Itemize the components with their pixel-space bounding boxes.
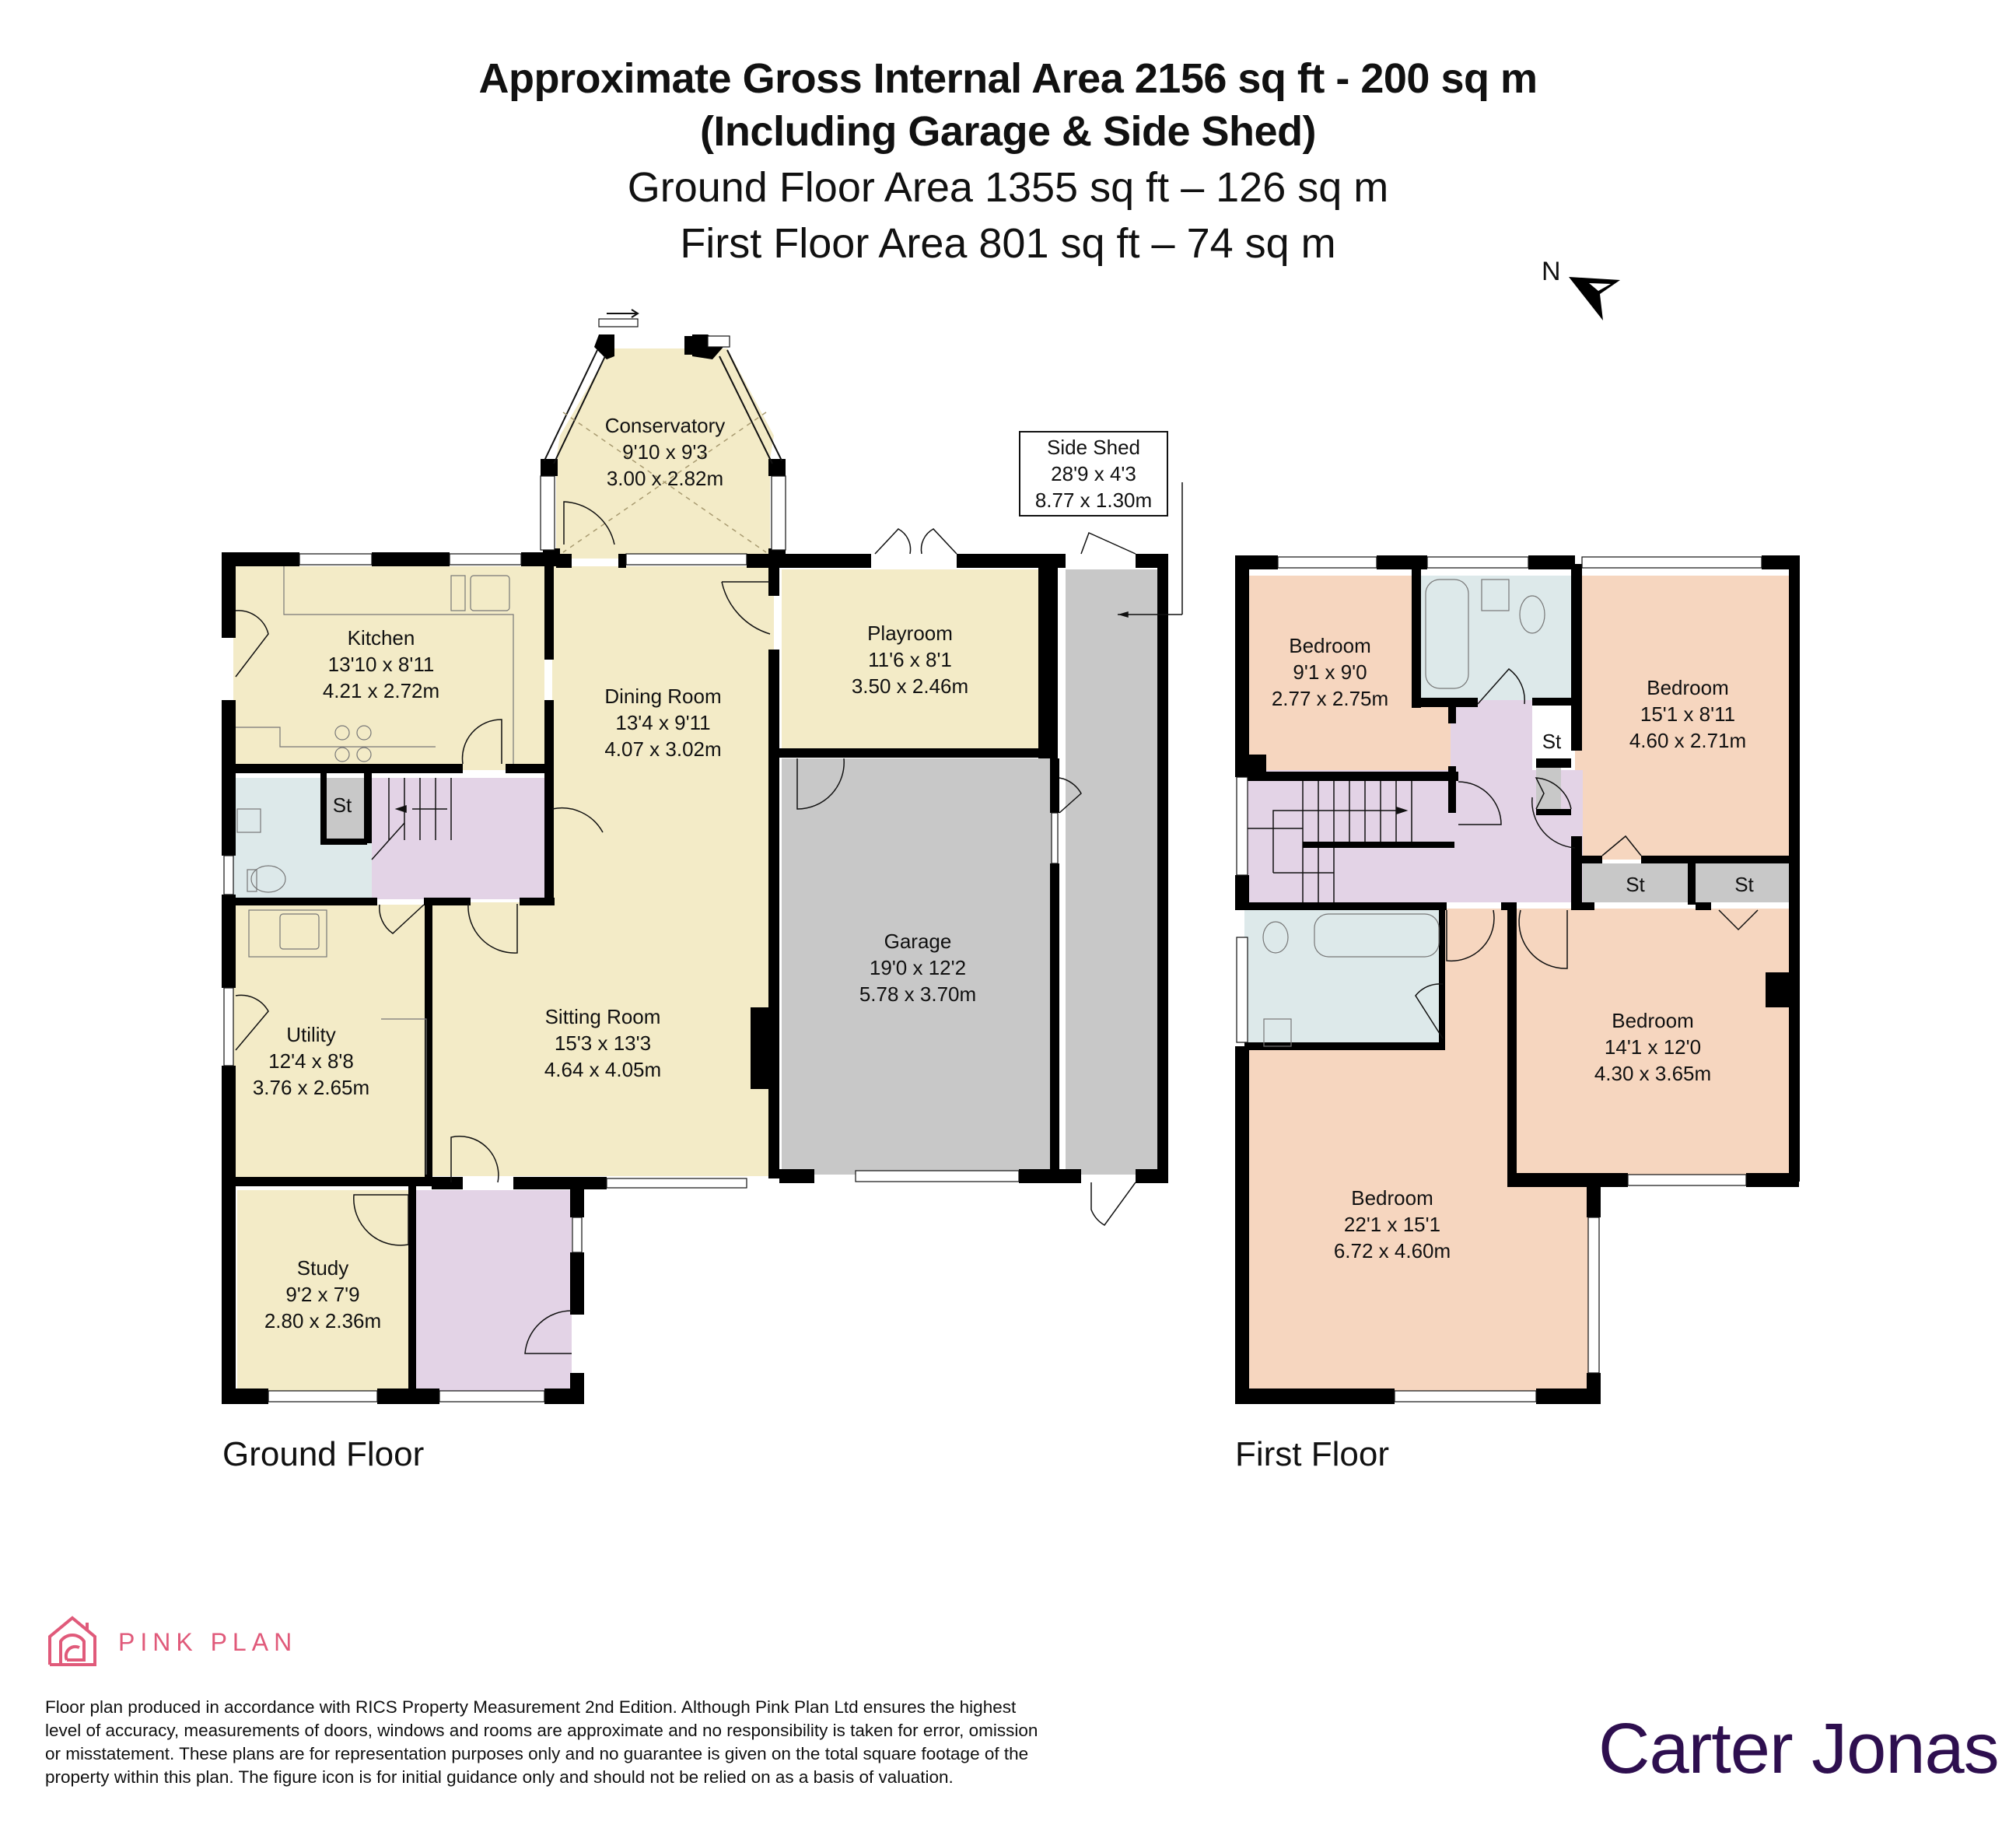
- pink-plan-house-icon: [48, 1616, 96, 1666]
- room-imperial: 9'2 x 7'9: [285, 1283, 360, 1306]
- room-kitchen: Kitchen 13'10 x 8'11 4.21 x 2.72m: [257, 625, 506, 704]
- first-floor-area: First Floor Area 801 sq ft – 74 sq m: [680, 220, 1336, 267]
- gross-area-subtitle: (Including Garage & Side Shed): [699, 108, 1317, 155]
- room-metric: 2.80 x 2.36m: [264, 1309, 382, 1332]
- gross-area-title: Approximate Gross Internal Area 2156 sq …: [478, 55, 1538, 102]
- room-imperial: 13'4 x 9'11: [615, 711, 711, 734]
- room-name: Dining Room: [604, 685, 722, 708]
- room-name: Playroom: [867, 622, 953, 645]
- room-metric: 4.21 x 2.72m: [322, 679, 440, 702]
- store-3: [1696, 863, 1793, 902]
- landing-area: [1244, 770, 1583, 902]
- room-metric: 6.72 x 4.60m: [1333, 1239, 1451, 1262]
- ground-floor-label: Ground Floor: [222, 1435, 425, 1473]
- room-imperial: 13'10 x 8'11: [327, 653, 435, 676]
- room-imperial: 15'3 x 13'3: [554, 1031, 652, 1055]
- first-store-label-2: St: [1626, 873, 1645, 896]
- sitting-room-area: [432, 902, 774, 1176]
- store-2: [1583, 863, 1688, 902]
- room-metric: 3.50 x 2.46m: [851, 674, 969, 698]
- study-area: [237, 1190, 408, 1396]
- room-bedroom-front: Bedroom 15'1 x 8'11 4.60 x 2.71m: [1583, 674, 1793, 754]
- room-imperial: 9'10 x 9'3: [622, 440, 708, 464]
- disclaimer-line: property within this plan. The figure ic…: [45, 1767, 954, 1787]
- room-name: Sitting Room: [544, 1005, 661, 1028]
- garage-area: [782, 758, 1052, 1175]
- room-name: Bedroom: [1351, 1186, 1433, 1210]
- hall-area: [372, 778, 544, 899]
- room-imperial: 22'1 x 15'1: [1343, 1213, 1441, 1236]
- bedroom-4-area: [1244, 1050, 1591, 1396]
- room-bedroom-side: Bedroom 14'1 x 12'0 4.30 x 3.65m: [1540, 1007, 1766, 1087]
- room-imperial: 19'0 x 12'2: [869, 956, 967, 979]
- porch-area: [416, 1190, 572, 1396]
- room-name: Conservatory: [604, 414, 726, 437]
- pink-plan-wordmark: PINK PLAN: [118, 1628, 298, 1656]
- ground-floor-plan: [222, 309, 1183, 1404]
- room-name: Utility: [286, 1023, 336, 1046]
- room-conservatory: Conservatory 9'10 x 9'3 3.00 x 2.82m: [556, 412, 774, 492]
- room-name: Garage: [884, 930, 952, 953]
- side-shed-label: Side Shed 28'9 x 4'3 8.77 x 1.30m: [1019, 431, 1168, 517]
- room-garage: Garage 19'0 x 12'2 5.78 x 3.70m: [786, 928, 1050, 1007]
- room-name: Study: [296, 1256, 349, 1280]
- room-name: Kitchen: [347, 626, 415, 650]
- first-store-label-1: St: [1542, 730, 1562, 753]
- room-sitting-room: Sitting Room 15'3 x 13'3 4.64 x 4.05m: [467, 1003, 739, 1083]
- kitchen-area: [233, 566, 544, 770]
- room-imperial: 12'4 x 8'8: [268, 1049, 354, 1073]
- ground-floor-area: Ground Floor Area 1355 sq ft – 126 sq m: [627, 164, 1389, 211]
- room-metric: 4.60 x 2.71m: [1629, 729, 1747, 752]
- room-name: Side Shed: [1047, 436, 1140, 459]
- room-imperial: 14'1 x 12'0: [1604, 1035, 1702, 1059]
- side-shed-area: [1066, 569, 1157, 1175]
- room-metric: 8.77 x 1.30m: [1034, 489, 1153, 512]
- disclaimer-text: Floor plan produced in accordance with R…: [45, 1696, 1181, 1789]
- ground-store-label: St: [332, 793, 352, 817]
- first-store-label-3: St: [1734, 873, 1754, 896]
- room-imperial: 28'9 x 4'3: [1051, 462, 1136, 485]
- conservatory-area: [556, 348, 774, 559]
- room-name: Bedroom: [1289, 634, 1371, 657]
- room-metric: 3.00 x 2.82m: [606, 467, 724, 490]
- room-study: Study 9'2 x 7'9 2.80 x 2.36m: [237, 1255, 408, 1334]
- first-floor-plan: [1235, 555, 1800, 1404]
- playroom-area: [782, 569, 1038, 750]
- disclaimer-line: Floor plan produced in accordance with R…: [45, 1697, 1017, 1717]
- carter-jonas-logo: Carter Jonas: [1598, 1709, 2000, 1788]
- bathroom-bottom-area: [1244, 909, 1443, 1047]
- room-metric: 5.78 x 3.70m: [859, 982, 977, 1006]
- room-bedroom-small: Bedroom 9'1 x 9'0 2.77 x 2.75m: [1244, 632, 1416, 712]
- disclaimer-line: or misstatement. These plans are for rep…: [45, 1744, 1029, 1763]
- ground-store-area: [320, 778, 364, 840]
- north-label: N: [1542, 257, 1561, 286]
- room-imperial: 11'6 x 8'1: [868, 648, 952, 671]
- north-arrow-icon: [1569, 277, 1620, 320]
- bedroom-2-area: [1575, 576, 1793, 860]
- room-imperial: 15'1 x 8'11: [1640, 702, 1736, 726]
- room-metric: 4.64 x 4.05m: [544, 1058, 662, 1081]
- room-name: Bedroom: [1612, 1009, 1694, 1032]
- room-name: Bedroom: [1647, 676, 1729, 699]
- room-metric: 2.77 x 2.75m: [1271, 687, 1389, 710]
- first-floor-label: First Floor: [1235, 1435, 1389, 1473]
- room-metric: 4.30 x 3.65m: [1594, 1062, 1712, 1085]
- utility-area: [233, 905, 426, 1177]
- dining-room-area: [552, 566, 774, 909]
- room-metric: 4.07 x 3.02m: [604, 737, 722, 761]
- room-playroom: Playroom 11'6 x 8'1 3.50 x 2.46m: [786, 620, 1034, 699]
- room-dining-room: Dining Room 13'4 x 9'11 4.07 x 3.02m: [552, 683, 774, 762]
- room-utility: Utility 12'4 x 8'8 3.76 x 2.65m: [233, 1021, 389, 1101]
- bathroom-top-area: [1419, 576, 1575, 700]
- room-bedroom-main: Bedroom 22'1 x 15'1 6.72 x 4.60m: [1276, 1185, 1509, 1264]
- disclaimer-line: level of accuracy, measurements of doors…: [45, 1721, 1038, 1740]
- room-metric: 3.76 x 2.65m: [252, 1076, 370, 1099]
- landing-area-upper: [1451, 700, 1532, 778]
- room-imperial: 9'1 x 9'0: [1293, 660, 1367, 684]
